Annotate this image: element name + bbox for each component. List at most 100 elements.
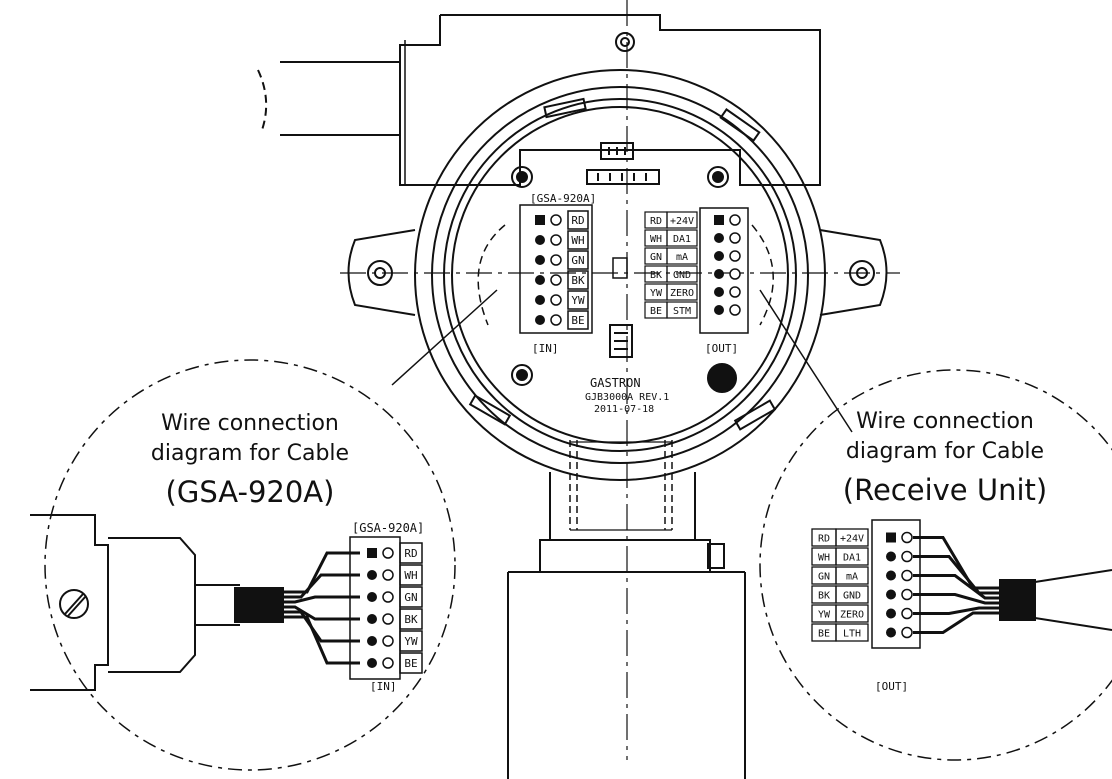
terminal-label: RD xyxy=(571,214,584,227)
out-terminal-dot xyxy=(714,233,724,243)
terminal-square xyxy=(367,548,377,558)
sensor-nut xyxy=(539,539,725,573)
terminal-label-box xyxy=(399,652,423,674)
terminal-hole xyxy=(382,613,394,625)
out-signal-label: GND xyxy=(673,270,691,281)
out-signal-box xyxy=(666,229,698,247)
left-callout-circle xyxy=(44,359,456,771)
terminal-square xyxy=(535,215,545,225)
right-signal-box xyxy=(835,604,869,623)
out-terminal-hole xyxy=(729,250,741,262)
terminal-label: BE xyxy=(571,314,584,327)
terminal-label-box xyxy=(399,630,423,652)
right-caption-model: (Receive Unit) xyxy=(843,473,1047,507)
terminal-label-box xyxy=(399,608,423,630)
terminal-label: BK xyxy=(404,613,418,626)
right-color-label: BE xyxy=(818,629,830,640)
out-color-label: GN xyxy=(650,252,662,263)
terminal-label: WH xyxy=(571,234,584,247)
terminal-dot xyxy=(535,295,545,305)
board-out-frame xyxy=(699,207,749,334)
board-maker: GASTRON xyxy=(590,376,641,390)
right-wire xyxy=(913,593,1000,605)
right-wire xyxy=(913,611,1000,634)
terminal-label: BE xyxy=(404,657,417,670)
out-signal-box xyxy=(666,247,698,265)
terminal-label: WH xyxy=(404,569,417,582)
right-signal-label: GND xyxy=(843,591,861,602)
terminal-hole xyxy=(382,635,394,647)
out-terminal-dot xyxy=(714,305,724,315)
right-terminal-hole xyxy=(901,531,913,544)
sensor-head xyxy=(507,571,746,779)
left-wires xyxy=(283,551,360,665)
right-terminal-hole xyxy=(901,588,913,601)
out-terminal-hole xyxy=(729,286,741,298)
right-block-frame xyxy=(871,519,921,649)
terminal-label: GN xyxy=(571,254,584,267)
board-in-frame xyxy=(519,204,593,334)
out-color-label: BK xyxy=(650,270,662,281)
leader-left xyxy=(391,289,498,386)
out-color-label: RD xyxy=(650,216,662,227)
terminal-label: RD xyxy=(404,547,417,560)
right-color-label: RD xyxy=(818,534,830,545)
terminal-hole xyxy=(550,234,562,246)
left-wire xyxy=(283,551,360,594)
right-terminal-hole xyxy=(901,607,913,620)
right-terminal-dot xyxy=(886,589,896,600)
terminal-dot xyxy=(367,570,377,580)
terminal-label: YW xyxy=(571,294,585,307)
right-caption-line1: Wire connection xyxy=(856,409,1034,434)
right-signal-label: LTH xyxy=(843,629,861,640)
housing-top xyxy=(399,14,821,186)
board-small-part xyxy=(612,257,628,279)
out-terminal-hole xyxy=(729,214,741,226)
left-wire xyxy=(283,615,360,665)
terminal-hole xyxy=(382,591,394,603)
out-signal-label: mA xyxy=(676,252,688,263)
right-signal-label: DA1 xyxy=(843,553,861,564)
right-wires xyxy=(913,536,1000,634)
sensor-neck xyxy=(549,440,696,540)
terminal-dot xyxy=(535,275,545,285)
terminal-label-box xyxy=(399,586,423,608)
board-in-terminal-block: RD WH GN BK YW BE xyxy=(519,204,593,334)
housing-body xyxy=(414,69,826,481)
terminal-label-box xyxy=(567,310,589,330)
out-signal-label: +24V xyxy=(670,216,694,227)
terminal-dot xyxy=(535,235,545,245)
right-terminal-dot xyxy=(886,608,896,619)
right-wire xyxy=(913,574,1000,600)
left-wire xyxy=(283,595,360,604)
terminal-hole xyxy=(550,274,562,286)
right-terminal-dot xyxy=(886,551,896,562)
out-signal-box xyxy=(666,211,698,229)
right-block-footer: [OUT] xyxy=(875,680,908,693)
terminal-label-box xyxy=(567,290,589,310)
right-signal-box xyxy=(835,547,869,566)
out-terminal-dot xyxy=(714,251,724,261)
right-signal-box xyxy=(835,585,869,604)
terminal-hole xyxy=(550,254,562,266)
out-color-label: BE xyxy=(650,306,662,317)
right-color-label: YW xyxy=(818,610,831,621)
terminal-hole xyxy=(382,657,394,669)
centerlines xyxy=(340,0,900,760)
terminal-hole xyxy=(550,314,562,326)
right-signal-label: mA xyxy=(846,572,858,583)
right-terminal-dot xyxy=(886,627,896,638)
out-color-label: WH xyxy=(650,234,662,245)
left-block-title: [GSA-920A] xyxy=(352,521,424,535)
out-signal-box xyxy=(666,301,698,319)
terminal-dot xyxy=(367,658,377,668)
out-terminal-hole xyxy=(729,268,741,280)
terminal-hole xyxy=(382,569,394,581)
board-date: 2011-07-18 xyxy=(594,404,654,415)
left-block-frame xyxy=(349,536,401,680)
left-caption-model: (GSA-920A) xyxy=(166,475,335,509)
board-out-footer: [OUT] xyxy=(705,342,738,355)
terminal-label: BK xyxy=(571,274,585,287)
